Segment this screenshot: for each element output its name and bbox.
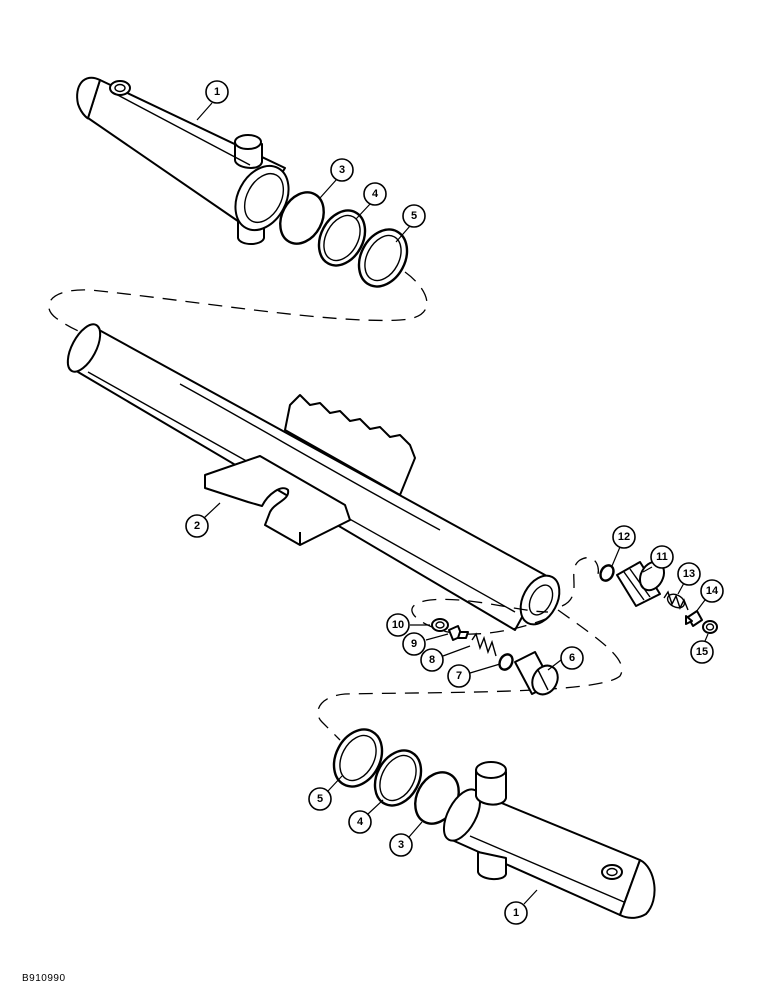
callout-label: 2 xyxy=(194,520,200,532)
callout-3-lower: 3 xyxy=(389,833,413,857)
plug-10 xyxy=(431,618,449,632)
callout-label: 6 xyxy=(569,652,575,664)
lower-cylinder-housing xyxy=(442,761,656,919)
callout-label: 3 xyxy=(398,839,404,851)
valve-seat-6 xyxy=(514,651,559,696)
lower-backup-ring xyxy=(373,749,423,807)
plug-15 xyxy=(702,620,718,634)
spring-13 xyxy=(663,590,689,611)
callout-3-upper: 3 xyxy=(330,158,354,182)
assembly-path-valve-left xyxy=(411,598,549,635)
upper-o-ring xyxy=(279,191,325,245)
callout-4-lower: 4 xyxy=(348,810,372,834)
upper-backup-ring xyxy=(317,209,367,267)
callout-13: 13 xyxy=(677,562,701,586)
callout-label: 4 xyxy=(372,188,379,200)
callout-label: 4 xyxy=(357,816,364,828)
callout-label: 15 xyxy=(696,646,708,658)
callout-label: 5 xyxy=(411,210,417,222)
valve-seat-11 xyxy=(616,560,665,607)
callout-11: 11 xyxy=(650,545,674,569)
callout-1-lower: 1 xyxy=(504,901,528,925)
rack-piston xyxy=(66,323,561,631)
callout-label: 12 xyxy=(618,531,630,543)
callout-label: 3 xyxy=(339,164,345,176)
assembly-path-lower xyxy=(317,609,623,741)
lower-seal-ring xyxy=(332,728,384,788)
callout-label: 1 xyxy=(513,907,519,919)
callout-label: 5 xyxy=(317,793,323,805)
callout-5-upper: 5 xyxy=(402,204,426,228)
callout-2: 2 xyxy=(185,514,209,538)
callout-6: 6 xyxy=(560,646,584,670)
callout-label: 11 xyxy=(656,551,668,563)
callout-15: 15 xyxy=(690,640,714,664)
callout-5-lower: 5 xyxy=(308,787,332,811)
callout-12: 12 xyxy=(612,525,636,549)
callout-label: 10 xyxy=(392,619,404,631)
assembly-path-upper xyxy=(48,271,428,339)
callout-8: 8 xyxy=(420,648,444,672)
callout-4-upper: 4 xyxy=(363,182,387,206)
upper-cylinder-housing xyxy=(76,76,290,245)
callout-1-upper: 1 xyxy=(205,80,229,104)
poppet-9 xyxy=(448,625,469,641)
o-ring-7 xyxy=(498,653,514,671)
callout-label: 8 xyxy=(429,654,435,666)
drawing-reference-code: B910990 xyxy=(22,973,66,984)
o-ring-12 xyxy=(599,564,615,582)
callout-14: 14 xyxy=(700,579,724,603)
leader-lines xyxy=(196,102,709,905)
callout-label: 1 xyxy=(214,86,220,98)
upper-seal-ring xyxy=(357,228,409,288)
spring-8 xyxy=(471,632,497,657)
callout-9: 9 xyxy=(402,632,426,656)
callout-7: 7 xyxy=(447,664,471,688)
callout-label: 14 xyxy=(706,585,719,597)
callout-label: 13 xyxy=(683,568,695,580)
assembly-path-valve-right xyxy=(561,557,600,607)
callout-label: 7 xyxy=(456,670,462,682)
callout-10: 10 xyxy=(386,613,410,637)
callout-label: 9 xyxy=(411,638,417,650)
poppet-14 xyxy=(685,610,703,627)
